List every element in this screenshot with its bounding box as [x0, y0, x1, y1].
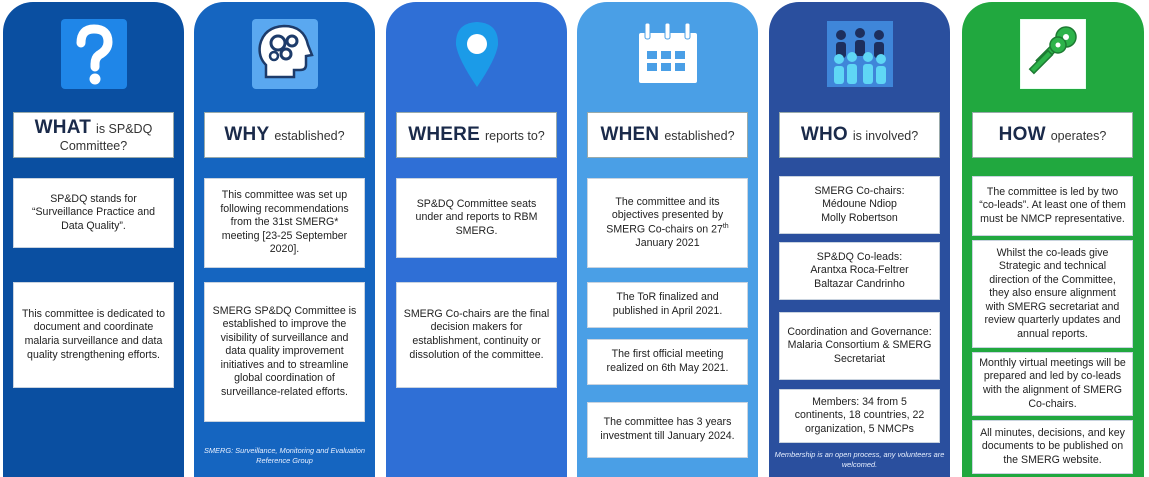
- when-header-text: established?: [664, 129, 735, 143]
- who-header-text: is involved?: [852, 129, 919, 143]
- when-box-1-text: The committee and its objectives present…: [594, 196, 741, 251]
- why-box-1: This committee was set up following reco…: [204, 178, 365, 268]
- why-box-2: SMERG SP&DQ Committee is established to …: [204, 282, 365, 422]
- what-header: WHAT is SP&DQ Committee?: [13, 112, 174, 158]
- why-footnote: SMERG: Surveillance, Monitoring and Eval…: [203, 446, 366, 465]
- what-box-1: SP&DQ stands for “Surveillance Practice …: [13, 178, 174, 248]
- what-header-text: is SP&DQ: [96, 122, 153, 136]
- how-header-text: operates?: [1050, 129, 1107, 143]
- how-header-key: HOW: [998, 124, 1046, 145]
- why-header: WHY established?: [204, 112, 365, 158]
- who-box-1: SMERG Co-chairs: Médoune Ndiop Molly Rob…: [779, 176, 940, 234]
- when-header-key: WHEN: [600, 124, 660, 145]
- when-box-4-text: The committee has 3 years investment til…: [600, 416, 735, 442]
- column-what: WHAT is SP&DQ Committee? SP&DQ stands for…: [3, 2, 184, 477]
- when-box-3: The first official meeting realized on 6…: [587, 339, 748, 385]
- who-box-4: Members: 34 from 5 continents, 18 countr…: [779, 389, 940, 443]
- why-box-1-text: This committee was set up following reco…: [220, 189, 349, 256]
- people-group-icon: [769, 14, 950, 94]
- how-box-2: Whilst the co-leads give Strategic and t…: [972, 240, 1133, 348]
- who-box-2: SP&DQ Co-leads: Arantxa Roca-Feltrer Bal…: [779, 242, 940, 300]
- column-why: WHY established? This committee was set u…: [194, 2, 375, 477]
- what-box-2-text: This committee is dedicated to document …: [21, 307, 166, 361]
- how-box-2-text: Whilst the co-leads give Strategic and t…: [984, 246, 1121, 340]
- who-box-4-text: Members: 34 from 5 continents, 18 countr…: [794, 395, 925, 435]
- why-header-text: established?: [274, 129, 345, 143]
- when-box-1-text-end: January 2021: [635, 236, 700, 249]
- when-box-3-text: The first official meeting realized on 6…: [606, 348, 729, 374]
- how-box-4-text: All minutes, decisions, and key document…: [980, 426, 1125, 466]
- what-header-key: WHAT: [34, 117, 92, 138]
- calendar-icon: [577, 14, 758, 94]
- how-box-3: Monthly virtual meetings will be prepare…: [972, 352, 1133, 416]
- when-box-4: The committee has 3 years investment til…: [587, 402, 748, 458]
- what-header-text-2: Committee?: [59, 139, 128, 153]
- where-header-key: WHERE: [408, 124, 480, 145]
- how-box-1: The committee is led by two “co-leads”. …: [972, 176, 1133, 236]
- column-when: WHEN established? The committee and its o…: [577, 2, 758, 477]
- when-box-1: The committee and its objectives present…: [587, 178, 748, 268]
- why-header-key: WHY: [224, 124, 270, 145]
- why-box-2-text: SMERG SP&DQ Committee is established to …: [212, 304, 357, 398]
- who-box-2-text: SP&DQ Co-leads: Arantxa Roca-Feltrer Bal…: [810, 250, 909, 290]
- what-box-1-text: SP&DQ stands for “Surveillance Practice …: [31, 192, 156, 232]
- location-pin-icon: [386, 14, 567, 94]
- who-header: WHO is involved?: [779, 112, 940, 158]
- keys-icon: [962, 14, 1144, 94]
- how-header: HOW operates?: [972, 112, 1133, 158]
- column-where: WHERE reports to? SP&DQ Committee seats u…: [386, 2, 567, 477]
- when-box-1-text-main: The committee and its objectives present…: [606, 195, 724, 236]
- who-footnote: Membership is an open process, any volun…: [774, 450, 945, 469]
- question-mark-icon: [3, 14, 184, 94]
- how-box-4: All minutes, decisions, and key document…: [972, 420, 1133, 474]
- who-header-key: WHO: [800, 124, 848, 145]
- column-how: HOW operates? The committee is led by two…: [962, 2, 1144, 477]
- where-header-text: reports to?: [484, 129, 545, 143]
- where-box-1: SP&DQ Committee seats under and reports …: [396, 178, 557, 258]
- when-header: WHEN established?: [587, 112, 748, 158]
- when-box-2-text: The ToR finalized and published in April…: [612, 291, 723, 317]
- column-who: WHO is involved? SMERG Co-chairs: Médoune…: [769, 2, 950, 477]
- how-box-3-text: Monthly virtual meetings will be prepare…: [979, 356, 1126, 410]
- who-box-1-text: SMERG Co-chairs: Médoune Ndiop Molly Rob…: [814, 184, 905, 224]
- head-gears-icon: [194, 14, 375, 94]
- where-box-1-text: SP&DQ Committee seats under and reports …: [415, 197, 538, 237]
- where-box-2: SMERG Co-chairs are the final decision m…: [396, 282, 557, 388]
- how-box-1-text: The committee is led by two “co-leads”. …: [979, 185, 1126, 225]
- when-box-2: The ToR finalized and published in April…: [587, 282, 748, 328]
- where-header: WHERE reports to?: [396, 112, 557, 158]
- where-box-2-text: SMERG Co-chairs are the final decision m…: [403, 307, 550, 361]
- what-box-2: This committee is dedicated to document …: [13, 282, 174, 388]
- who-box-3-text: Coordination and Governance: Malaria Con…: [787, 325, 932, 365]
- when-box-1-sup: th: [722, 222, 729, 230]
- who-box-3: Coordination and Governance: Malaria Con…: [779, 312, 940, 380]
